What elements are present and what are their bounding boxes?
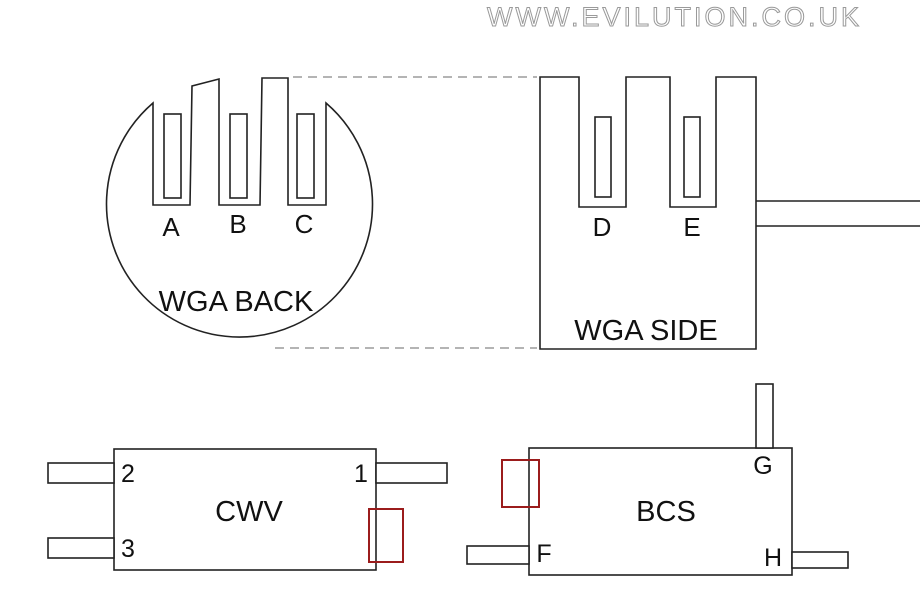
wga-back-title: WGA BACK xyxy=(159,286,314,318)
pin-label-e: E xyxy=(683,212,700,242)
wga-back-outline xyxy=(105,77,374,338)
cwv-terminal-1 xyxy=(375,462,448,484)
bcs-terminal-f xyxy=(466,545,530,565)
pin-slot-e xyxy=(683,116,701,198)
pin-slot-c xyxy=(296,113,315,199)
bcs-pin-label-h: H xyxy=(764,544,782,572)
bcs-terminal-h xyxy=(791,551,849,569)
watermark-text: WWW.EVILUTION.CO.UK xyxy=(487,2,862,32)
cwv-body xyxy=(113,448,377,571)
wga-side-cable xyxy=(756,200,920,227)
cwv-red-marker xyxy=(368,508,404,563)
cwv-pin-label-1: 1 xyxy=(354,460,368,488)
pin-label-d: D xyxy=(593,212,612,242)
pin-slot-d xyxy=(594,116,612,198)
cwv-component: 1 2 3 CWV xyxy=(47,448,448,571)
pin-label-c: C xyxy=(295,209,314,239)
cwv-terminal-2 xyxy=(47,462,115,484)
bcs-pin-label-g: G xyxy=(753,452,772,480)
cwv-terminal-3 xyxy=(47,537,115,559)
bcs-pin-label-f: F xyxy=(536,540,551,568)
bcs-component: G F H BCS xyxy=(466,383,849,576)
bcs-title: BCS xyxy=(636,496,696,528)
cwv-pin-label-3: 3 xyxy=(121,535,135,563)
cwv-title: CWV xyxy=(215,496,283,528)
bcs-body xyxy=(528,447,793,576)
pin-slot-b xyxy=(229,113,248,199)
bcs-red-marker xyxy=(501,459,540,508)
wga-side-connector: D E WGA SIDE xyxy=(539,76,920,350)
pin-label-a: A xyxy=(162,212,180,242)
bcs-terminal-g xyxy=(755,383,774,449)
pin-slot-a xyxy=(163,113,182,199)
wga-side-title: WGA SIDE xyxy=(574,315,717,347)
wga-back-connector: A B C WGA BACK xyxy=(105,77,374,338)
cwv-pin-label-2: 2 xyxy=(121,460,135,488)
pin-label-b: B xyxy=(229,209,246,239)
wga-side-outline xyxy=(539,76,757,350)
